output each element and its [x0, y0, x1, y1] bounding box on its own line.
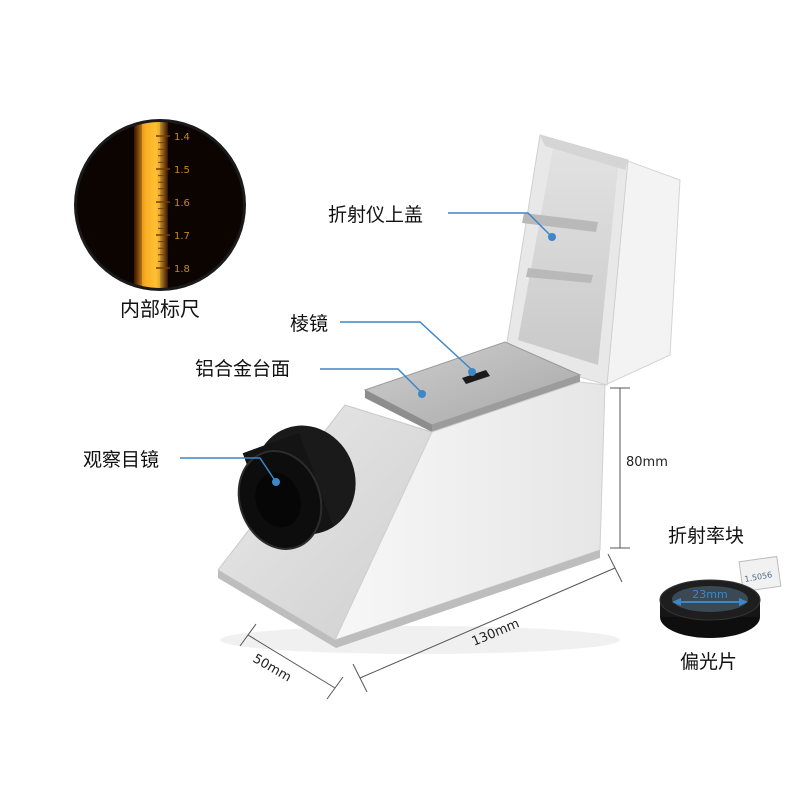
refractometer — [217, 134, 681, 654]
scale-tick-label: 1.7 — [174, 231, 190, 242]
callout-cover-label: 折射仪上盖 — [328, 204, 423, 226]
height-dimension — [610, 387, 630, 549]
callout-eyepiece-line — [180, 457, 277, 483]
block-label: 折射率块 — [668, 525, 744, 547]
polarizer: 23mm — [659, 579, 761, 638]
diameter-arrow-left — [672, 598, 681, 606]
polarizer-label: 偏光片 — [680, 651, 737, 673]
inset-caption: 内部标尺 — [120, 297, 200, 321]
cover-inner — [518, 148, 618, 365]
callout-prism-line — [340, 321, 473, 371]
platform-edge — [365, 390, 432, 432]
scale-tick-label: 1.4 — [174, 132, 190, 143]
internal-scale-inset: 1.4 1.5 1.6 1.7 1.8 内部标尺 — [74, 119, 246, 321]
cover-top-edge — [540, 135, 628, 170]
width-tick-right — [326, 676, 344, 700]
dimensions — [239, 387, 630, 700]
length-tick-right — [607, 553, 623, 583]
callout-cover-line — [448, 212, 553, 238]
body-right-side — [334, 381, 606, 641]
block-card — [738, 555, 782, 593]
accessories: 折射率块 1.5056 23mm 偏光片 — [659, 525, 782, 673]
width-dimension — [239, 623, 344, 700]
width-line — [247, 634, 336, 689]
refractive-index-block: 1.5056 — [738, 555, 782, 593]
width-value: 50mm — [250, 651, 294, 685]
scale-tick-label: 1.5 — [174, 165, 190, 176]
callout-cover: 折射仪上盖 — [328, 204, 556, 241]
platform-edge-right — [432, 375, 580, 432]
scale-ticks: 1.4 1.5 1.6 1.7 1.8 — [156, 132, 190, 275]
eyepiece — [237, 425, 356, 550]
callout-platform-label: 铝合金台面 — [195, 358, 290, 380]
scale-core — [142, 122, 160, 288]
eyepiece-lens — [255, 472, 301, 528]
callout-cover-dot — [548, 233, 556, 241]
aluminum-platform — [363, 341, 582, 432]
callout-platform-dot — [418, 390, 426, 398]
callout-eyepiece: 观察目镜 — [83, 449, 280, 486]
polarizer-glass — [672, 586, 748, 612]
length-tick-left — [352, 663, 368, 693]
callout-platform-line — [320, 368, 423, 394]
callout-prism-label: 棱镜 — [290, 313, 328, 335]
cover-rib-2 — [526, 268, 593, 283]
length-line — [359, 567, 616, 679]
callout-prism-dot — [468, 368, 476, 376]
callouts: 折射仪上盖 棱镜 铝合金台面 观察目镜 — [83, 204, 556, 486]
prism-window — [462, 370, 490, 384]
cover-rib-1 — [522, 213, 598, 232]
scale-tick-label: 1.6 — [174, 198, 190, 209]
diameter-value: 23mm — [692, 588, 727, 601]
height-value: 80mm — [626, 455, 668, 470]
top-cover — [504, 134, 681, 386]
callout-eyepiece-dot — [272, 478, 280, 486]
length-dimension — [352, 553, 623, 693]
width-tick-left — [239, 623, 257, 647]
scale-tick-label: 1.8 — [174, 264, 190, 275]
diameter-arrow-right — [739, 598, 748, 606]
callout-eyepiece-label: 观察目镜 — [83, 449, 159, 471]
ground-shadow — [220, 626, 620, 654]
callout-prism: 棱镜 — [290, 313, 476, 376]
callout-platform: 铝合金台面 — [195, 358, 426, 398]
